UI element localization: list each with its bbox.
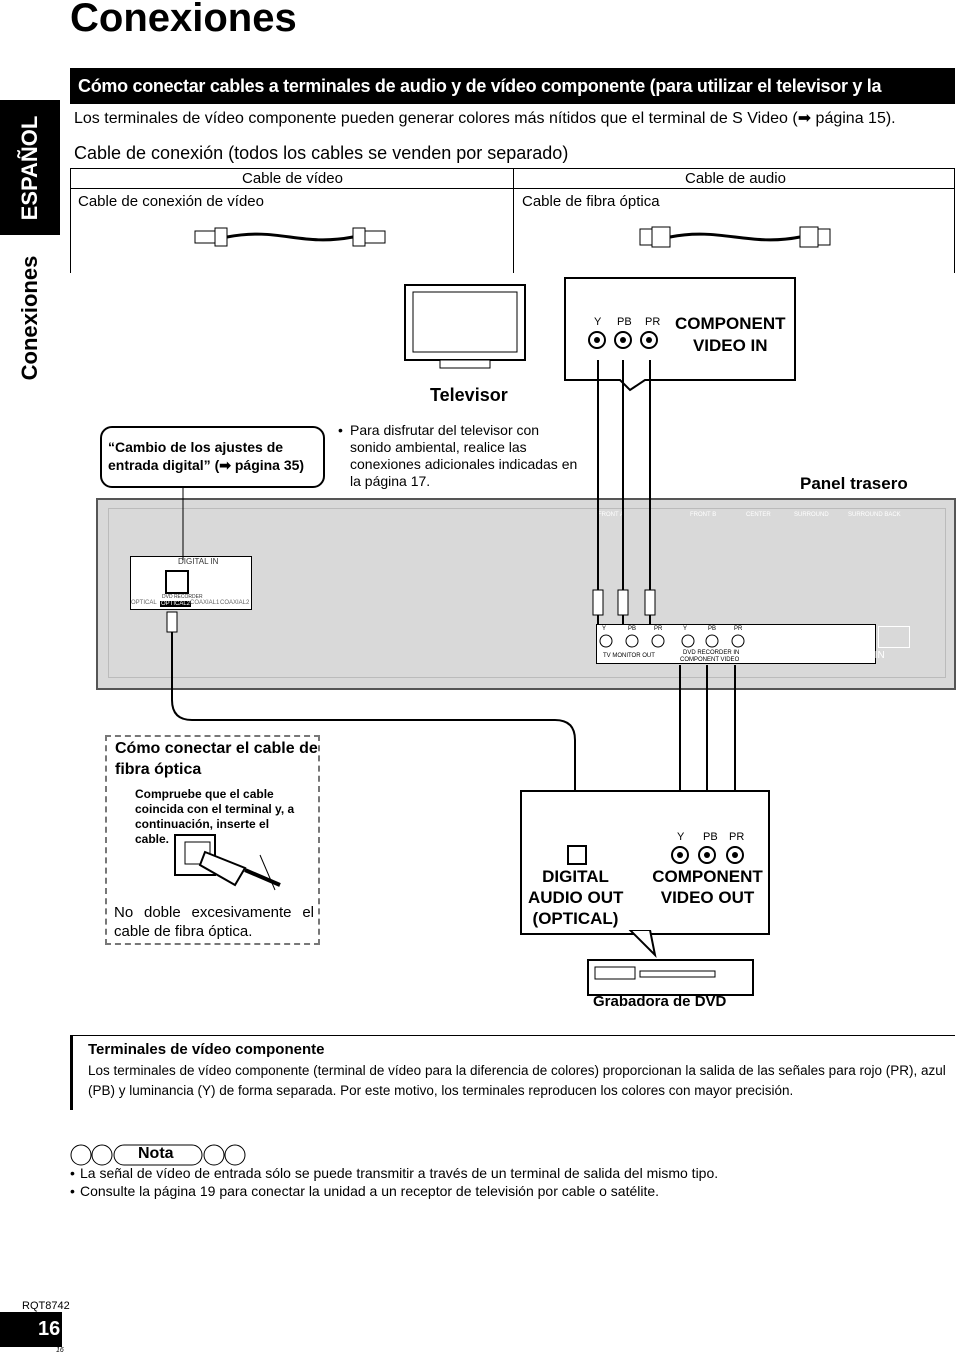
rear-pr1-label: PR bbox=[654, 626, 663, 632]
dvd-component-out-label: COMPONENT VIDEO OUT bbox=[652, 867, 763, 907]
component-video-label: COMPONENT VIDEO bbox=[680, 657, 740, 663]
ac-in-socket-icon bbox=[878, 626, 910, 648]
fiber-tips-check: Compruebe que el cable coincida con el t… bbox=[135, 787, 295, 846]
digital-in-label: DIGITAL IN bbox=[178, 557, 219, 566]
fiber-plug-illustration bbox=[174, 834, 281, 891]
tv-monitor-out-label: TV MONITOR OUT bbox=[603, 653, 655, 659]
bullet-icon: • bbox=[338, 422, 343, 438]
coaxial2-label: COAXIAL2 bbox=[220, 600, 250, 606]
component-terminals-body: Los terminales de vídeo componente (term… bbox=[88, 1063, 946, 1098]
front-b-label: FRONT B bbox=[690, 512, 717, 518]
tv-pb-label: PB bbox=[617, 316, 632, 328]
page-code: RQT8742 bbox=[22, 1300, 70, 1312]
digital-input-callout-text: “Cambio de los ajustes de entrada digita… bbox=[108, 439, 305, 473]
audio-cable-group: Cable de audio bbox=[685, 170, 786, 187]
intro-text: Los terminales de vídeo componente puede… bbox=[74, 110, 896, 127]
optical-cable-label: Cable de fibra óptica bbox=[522, 193, 660, 210]
dvd-box-pointer bbox=[628, 930, 657, 959]
rear-pb1-label: PB bbox=[628, 626, 637, 632]
nota-title: Nota bbox=[138, 1145, 174, 1162]
rear-y1-label: Y bbox=[602, 626, 607, 632]
nota-item-2: Consulte la página 19 para conectar la u… bbox=[80, 1183, 660, 1199]
digital-in-block bbox=[130, 556, 252, 610]
component-terminals-title: Terminales de vídeo componente bbox=[88, 1041, 325, 1058]
fiber-tips-warning: No doble excesivamente el cable de fibra… bbox=[114, 904, 314, 940]
optical-label: OPTICAL bbox=[131, 600, 157, 606]
rear-component-jacks-icon bbox=[599, 634, 745, 648]
optical-cable-icon bbox=[639, 226, 831, 248]
coaxial1-label: COAXIAL1 bbox=[190, 600, 220, 606]
dvd-y-label: Y bbox=[677, 831, 685, 843]
front-a-label: FRONT A bbox=[598, 512, 624, 518]
nota-item-1: La señal de vídeo de entrada sólo se pue… bbox=[80, 1165, 719, 1181]
tv-pr-label: PR bbox=[645, 316, 661, 328]
ac-in-label: AC IN bbox=[858, 650, 885, 661]
section-heading: Cómo conectar cables a terminales de aud… bbox=[70, 68, 955, 132]
dvd-recorder-in-label: DVD RECORDER IN bbox=[683, 650, 740, 656]
fiber-tips-title: Cómo conectar el cable de fibra óptica bbox=[115, 740, 318, 778]
rear-y2-label: Y bbox=[683, 626, 688, 632]
nota-header-icon bbox=[70, 1144, 246, 1166]
video-cable-icon bbox=[194, 227, 386, 247]
rear-panel: DIGITAL IN OPTICAL OPTICAL2 DVD RECORDER… bbox=[96, 498, 956, 690]
tv-component-in-label: COMPONENT VIDEO IN bbox=[675, 314, 786, 355]
dvd-digital-out-label: DIGITAL AUDIO OUT (OPTICAL) bbox=[528, 867, 624, 928]
cable-table: Cable de vídeo Cable de audio Cable de c… bbox=[70, 168, 955, 273]
tv-component-jacks-icon bbox=[588, 331, 658, 349]
digital-input-callout bbox=[100, 426, 325, 488]
video-cable-label: Cable de conexión de vídeo bbox=[78, 193, 264, 210]
nota-bullet-1-icon: • bbox=[70, 1165, 75, 1181]
dvd-recorder-small-label: DVD RECORDER bbox=[162, 594, 203, 600]
rear-pr2-label: PR bbox=[734, 626, 743, 632]
tv-y-label: Y bbox=[594, 316, 602, 328]
surround-note: Para disfrutar del televisor con sonido … bbox=[350, 422, 578, 489]
page-number: 16 bbox=[38, 1318, 61, 1340]
dvd-pb-label: PB bbox=[703, 831, 718, 843]
language-tab: ESPAÑOL bbox=[0, 100, 60, 235]
surround-back-label: SURROUND BACK bbox=[848, 512, 901, 518]
tv-label: Televisor bbox=[430, 385, 508, 405]
component-terminals-box bbox=[70, 1035, 955, 1110]
dvd-recorder-icon bbox=[587, 959, 754, 996]
nota-bullet-2-icon: • bbox=[70, 1183, 75, 1199]
page-number-tab bbox=[0, 1312, 62, 1347]
cable-heading: Cable de conexión (todos los cables se v… bbox=[74, 143, 569, 163]
page-number-small: 16 bbox=[56, 1347, 64, 1354]
fiber-tips-box bbox=[105, 735, 320, 945]
center-label: CENTER bbox=[746, 512, 771, 518]
dvd-optical-jack-icon bbox=[567, 845, 587, 865]
surround-label: SURROUND bbox=[794, 512, 829, 518]
dvd-pr-label: PR bbox=[729, 831, 745, 843]
tv-icon bbox=[404, 284, 526, 369]
optical2-label: OPTICAL2 bbox=[160, 601, 192, 607]
rear-panel-label: Panel trasero bbox=[800, 474, 908, 493]
rear-pb2-label: PB bbox=[708, 626, 717, 632]
dvd-component-jacks-icon bbox=[671, 846, 744, 864]
optical2-jack-icon bbox=[165, 570, 189, 594]
dvd-recorder-label: Grabadora de DVD bbox=[593, 993, 727, 1010]
video-cable-group: Cable de vídeo bbox=[242, 170, 343, 187]
dvd-terminals-box bbox=[520, 790, 770, 935]
page-title: Conexiones bbox=[70, 0, 297, 40]
